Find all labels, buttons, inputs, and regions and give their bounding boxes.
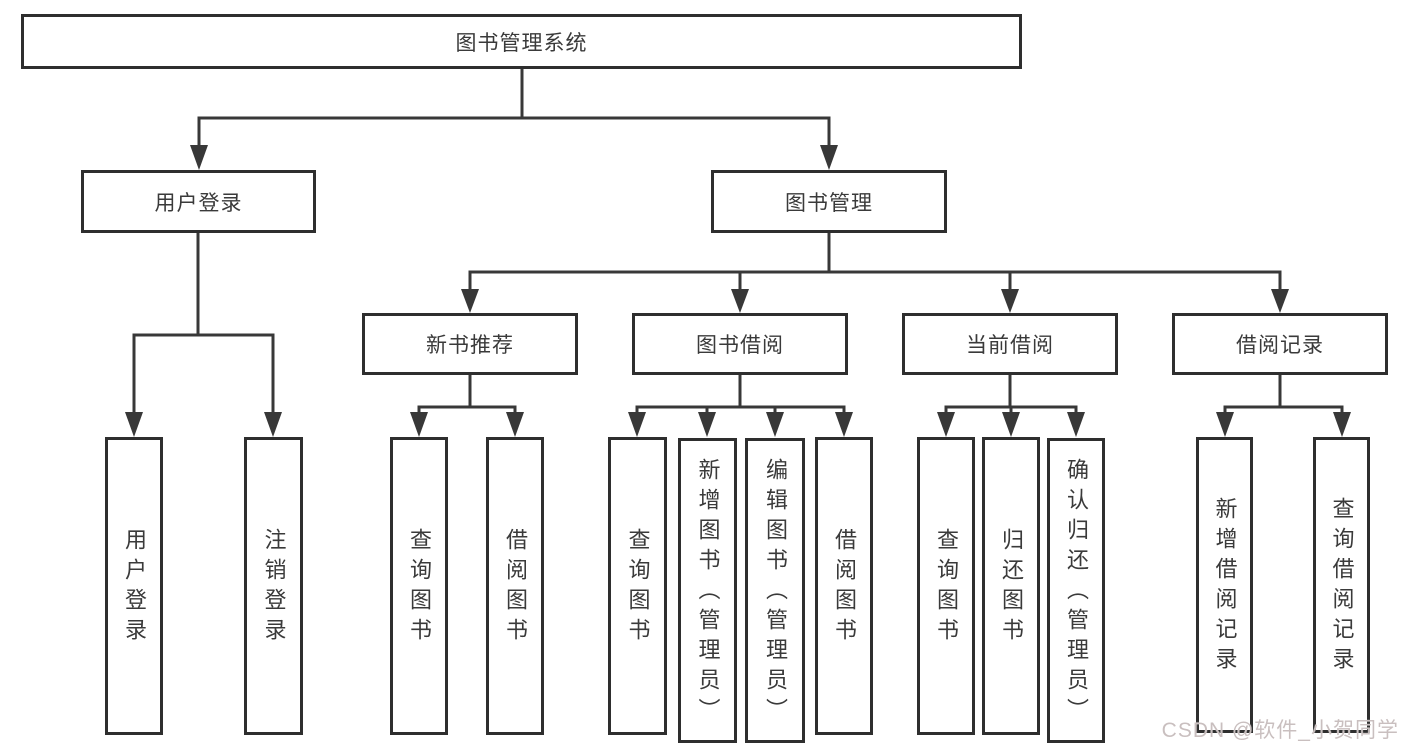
leaf-return-books: 归还图书 (982, 437, 1040, 735)
leaf-query-books-current: 查询图书 (917, 437, 975, 735)
csdn-watermark: CSDN @软件_小贺同学 (1161, 719, 1399, 742)
leaf-borrow-books-recommend: 借阅图书 (486, 437, 544, 735)
leaf-query-borrow-record: 查询借阅记录 (1313, 437, 1370, 733)
leaf-logout: 注销登录 (244, 437, 303, 735)
node-borrow-records: 借阅记录 (1172, 313, 1388, 375)
node-current-borrow: 当前借阅 (902, 313, 1118, 375)
node-user-login: 用户登录 (81, 170, 316, 233)
leaf-edit-books-admin: 编辑图书（管理员） (745, 438, 805, 743)
node-root-library-system: 图书管理系统 (21, 14, 1022, 69)
node-book-management: 图书管理 (711, 170, 947, 233)
node-new-book-recommend: 新书推荐 (362, 313, 578, 375)
node-book-borrow: 图书借阅 (632, 313, 848, 375)
leaf-query-books-recommend: 查询图书 (390, 437, 448, 735)
leaf-query-books-borrow: 查询图书 (608, 437, 667, 735)
arrowheads (125, 145, 1351, 437)
leaf-add-borrow-record: 新增借阅记录 (1196, 437, 1253, 733)
leaf-add-books-admin: 新增图书（管理员） (678, 438, 737, 743)
leaf-user-login: 用户登录 (105, 437, 163, 735)
leaf-borrow-books: 借阅图书 (815, 437, 873, 735)
leaf-confirm-return-admin: 确认归还（管理员） (1047, 438, 1105, 743)
